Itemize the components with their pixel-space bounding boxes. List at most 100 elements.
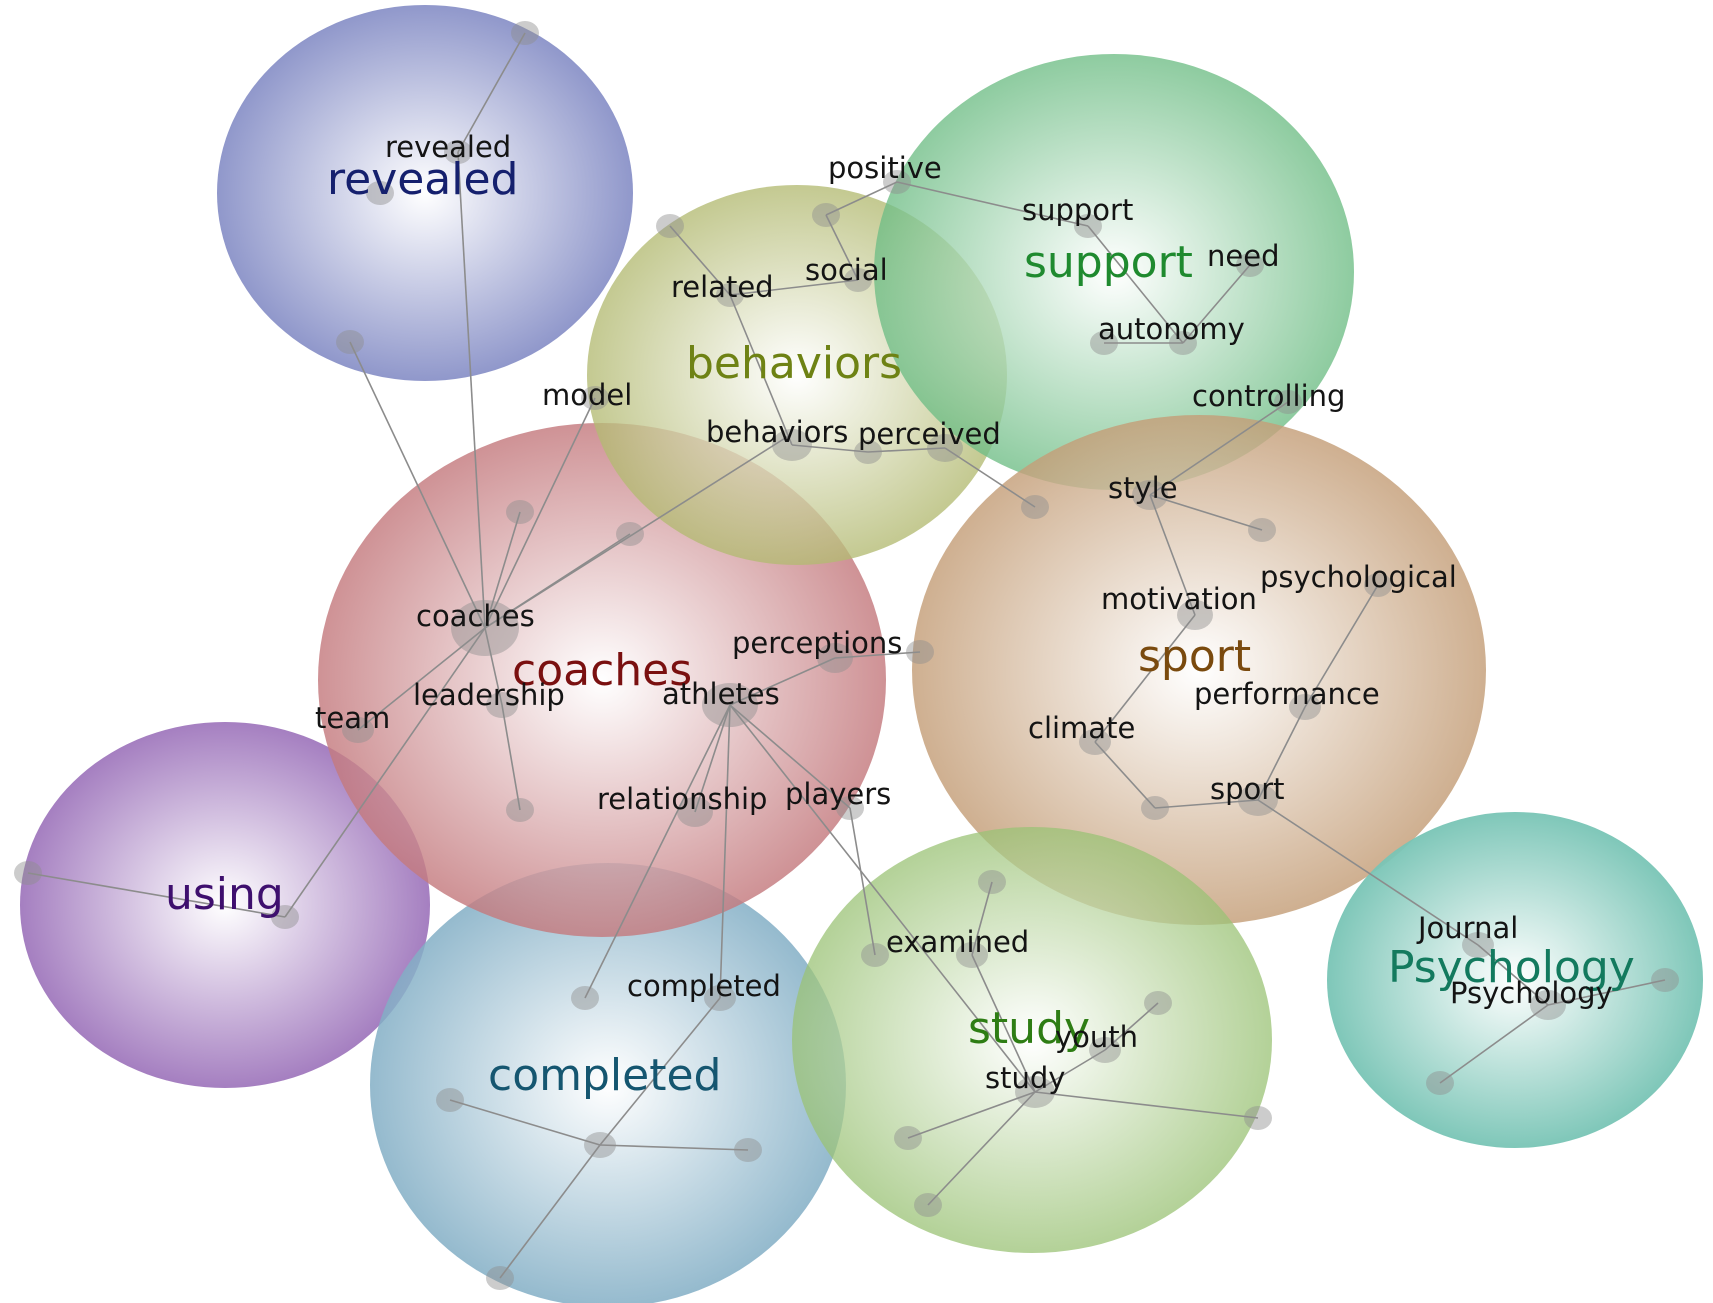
node [271, 905, 299, 929]
node [444, 140, 472, 164]
edge [1094, 614, 1196, 743]
edge [584, 704, 731, 999]
edge [896, 181, 1089, 227]
node [1244, 1106, 1272, 1130]
node [1021, 495, 1049, 519]
node [506, 798, 534, 822]
node [506, 500, 534, 524]
cluster-label-support: support [1024, 237, 1193, 288]
network-nodes [14, 21, 1679, 1290]
edge [1034, 1091, 1259, 1119]
cluster-label-coaches: coaches [512, 645, 692, 696]
term-label: perceptions [732, 626, 902, 660]
node [14, 861, 42, 885]
edge [1477, 944, 1549, 1006]
node [1530, 990, 1566, 1020]
edge [1149, 401, 1289, 496]
node [844, 268, 872, 292]
node [836, 796, 864, 820]
node [906, 640, 934, 664]
edge [927, 1091, 1036, 1206]
edge [599, 1144, 749, 1151]
node [772, 429, 812, 461]
edge [971, 881, 993, 956]
node [1238, 784, 1278, 816]
node [436, 1088, 464, 1112]
edge [1087, 225, 1184, 344]
edge [825, 214, 859, 281]
cluster-label-psychology: Psychology [1388, 942, 1635, 993]
edge [27, 872, 286, 918]
edge [457, 32, 526, 153]
edge [1257, 799, 1479, 946]
term-label: sport [1210, 772, 1285, 806]
term-label: climate [1028, 711, 1135, 745]
edge [834, 651, 921, 659]
node [1169, 331, 1197, 355]
node [702, 683, 758, 727]
edge [971, 954, 1036, 1093]
edge [349, 341, 486, 629]
term-label: players [785, 777, 891, 811]
cluster-bubble-revealed [217, 5, 633, 381]
edge [867, 447, 946, 453]
term-label: team [315, 701, 390, 735]
node [1089, 1037, 1121, 1063]
edge [1149, 494, 1263, 531]
edge [484, 511, 521, 629]
edge [669, 225, 731, 296]
cluster-label-sport: sport [1138, 631, 1251, 682]
node [1651, 968, 1679, 992]
term-label: positive [828, 151, 942, 185]
edge [729, 657, 836, 706]
node [1074, 214, 1102, 238]
edge [1257, 706, 1306, 801]
node [1090, 331, 1118, 355]
edge [907, 1091, 1036, 1139]
term-label: social [805, 253, 888, 287]
node [1289, 694, 1321, 720]
term-label: autonomy [1098, 312, 1245, 346]
edge [729, 294, 793, 446]
node [677, 797, 713, 827]
term-label: study [985, 1061, 1065, 1095]
node [1426, 1071, 1454, 1095]
term-label: need [1207, 239, 1279, 273]
node [854, 440, 882, 464]
cluster-bubble-completed [370, 863, 846, 1303]
node [812, 203, 840, 227]
term-label: Journal [1416, 911, 1518, 945]
edge [719, 704, 731, 999]
edge [729, 704, 851, 809]
edge [1547, 979, 1666, 1006]
edge [791, 444, 869, 453]
edge [1439, 1004, 1549, 1084]
node [366, 181, 394, 205]
node [336, 330, 364, 354]
node [571, 986, 599, 1010]
edge [599, 997, 721, 1146]
term-label: model [542, 378, 632, 412]
node [817, 643, 853, 673]
cluster-bubble-sport [912, 415, 1486, 925]
cluster-bubbles [20, 5, 1703, 1303]
node [894, 1126, 922, 1150]
cluster-bubble-using [20, 722, 430, 1088]
term-label: leadership [413, 678, 565, 712]
node [616, 522, 644, 546]
term-label: psychological [1260, 560, 1457, 594]
edge [694, 704, 731, 813]
cluster-label-study: study [968, 1003, 1090, 1054]
edge [284, 627, 486, 918]
node [451, 600, 519, 656]
edge [484, 397, 596, 629]
node [486, 1266, 514, 1290]
node [734, 1138, 762, 1162]
edge [484, 627, 503, 706]
node [1144, 991, 1172, 1015]
cluster-label-completed: completed [488, 1050, 721, 1101]
node [584, 1132, 616, 1158]
node [883, 170, 911, 194]
cluster-bubble-study [792, 827, 1272, 1253]
